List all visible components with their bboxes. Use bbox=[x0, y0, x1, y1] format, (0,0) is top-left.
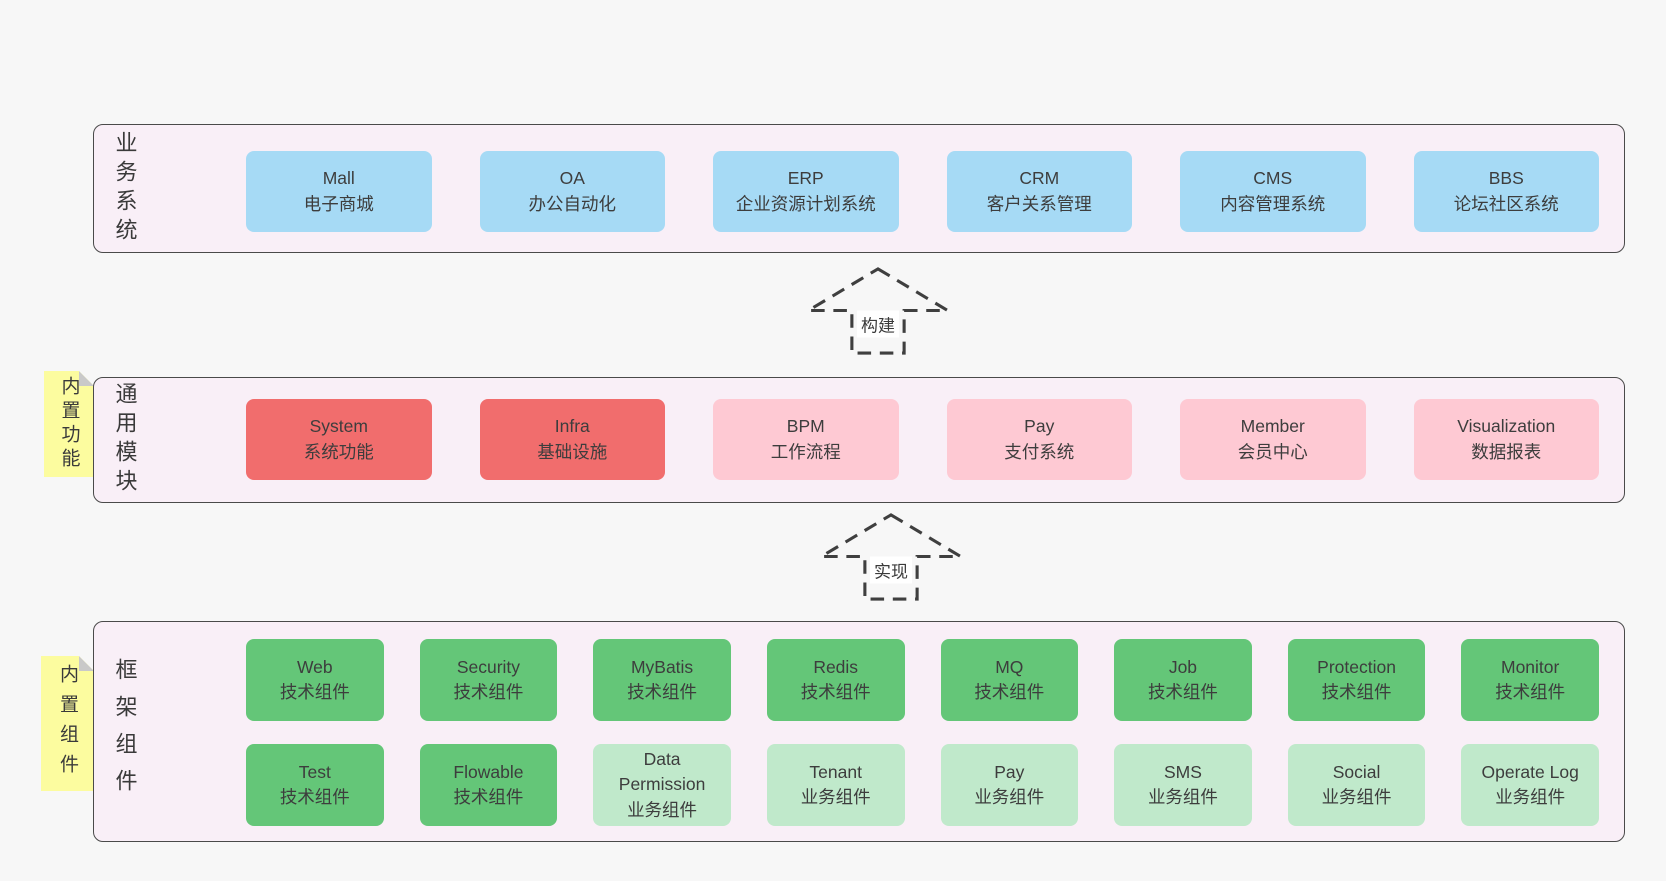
arrow-build: 构建 bbox=[805, 266, 951, 355]
node-flowable: Flowable 技术组件 bbox=[419, 744, 558, 826]
node-cms: CMS 内容管理系统 bbox=[1180, 151, 1366, 232]
node-monitor: Monitor 技术组件 bbox=[1461, 639, 1599, 721]
node-oa: OA 办公自动化 bbox=[479, 151, 665, 232]
node-erp: ERP 企业资源计划系统 bbox=[713, 151, 899, 232]
node-member: Member 会员中心 bbox=[1180, 399, 1366, 480]
node-crm: CRM 客户关系管理 bbox=[946, 151, 1132, 232]
node-job: Job 技术组件 bbox=[1114, 639, 1252, 721]
node-sms: SMS 业务组件 bbox=[1114, 744, 1252, 826]
sticky-note-built-in-features: 内置功能 bbox=[44, 371, 94, 477]
box-row: Mall 电子商城 OA 办公自动化 ERP 企业资源计划系统 CRM 客户关系… bbox=[246, 151, 1599, 232]
section-label: 框架组件 bbox=[112, 657, 138, 806]
node-social: Social 业务组件 bbox=[1287, 744, 1426, 826]
node-protection: Protection 技术组件 bbox=[1287, 639, 1426, 721]
section-business-systems: 业务系统 Mall 电子商城 OA 办公自动化 ERP 企业资源计划系统 CRM… bbox=[93, 124, 1625, 253]
node-mq: MQ 技术组件 bbox=[940, 639, 1079, 721]
arrow-implement-label: 实现 bbox=[870, 556, 912, 584]
node-pay-component: Pay 业务组件 bbox=[940, 744, 1079, 826]
arrow-build-label: 构建 bbox=[857, 310, 899, 338]
node-infra: Infra 基础设施 bbox=[479, 399, 665, 480]
section-framework-components: 框架组件 Web 技术组件 Security 技术组件 MyBatis 技术组件… bbox=[93, 621, 1625, 842]
node-pay-system: Pay 支付系统 bbox=[946, 399, 1132, 480]
node-visualization: Visualization 数据报表 bbox=[1413, 399, 1599, 480]
node-bpm: BPM 工作流程 bbox=[713, 399, 899, 480]
dashed-up-arrow-icon bbox=[818, 513, 964, 601]
box-row: System 系统功能 Infra 基础设施 BPM 工作流程 Pay 支付系统… bbox=[246, 399, 1599, 480]
node-security: Security 技术组件 bbox=[419, 639, 558, 721]
node-data-permission: Data Permission 业务组件 bbox=[593, 744, 731, 826]
sticky-note-built-in-components: 内置组件 bbox=[41, 656, 94, 791]
section-label: 通用模块 bbox=[112, 382, 138, 498]
folded-corner-icon bbox=[79, 656, 94, 671]
node-bbs: BBS 论坛社区系统 bbox=[1413, 151, 1599, 232]
arrow-implement: 实现 bbox=[818, 512, 964, 601]
node-test: Test 技术组件 bbox=[246, 744, 384, 826]
node-redis: Redis 技术组件 bbox=[766, 639, 905, 721]
node-mall: Mall 电子商城 bbox=[246, 151, 432, 232]
section-common-modules: 通用模块 System 系统功能 Infra 基础设施 BPM 工作流程 Pay… bbox=[93, 377, 1625, 503]
node-web: Web 技术组件 bbox=[246, 639, 384, 721]
box-row: Web 技术组件 Security 技术组件 MyBatis 技术组件 Redi… bbox=[246, 639, 1599, 721]
folded-corner-icon bbox=[79, 371, 94, 386]
dashed-up-arrow-icon bbox=[805, 267, 951, 355]
section-label: 业务系统 bbox=[112, 130, 138, 247]
node-tenant: Tenant 业务组件 bbox=[766, 744, 905, 826]
box-row: Test 技术组件 Flowable 技术组件 Data Permission … bbox=[246, 744, 1599, 826]
node-operate-log: Operate Log 业务组件 bbox=[1461, 744, 1599, 826]
node-system: System 系统功能 bbox=[246, 399, 432, 480]
node-mybatis: MyBatis 技术组件 bbox=[593, 639, 731, 721]
